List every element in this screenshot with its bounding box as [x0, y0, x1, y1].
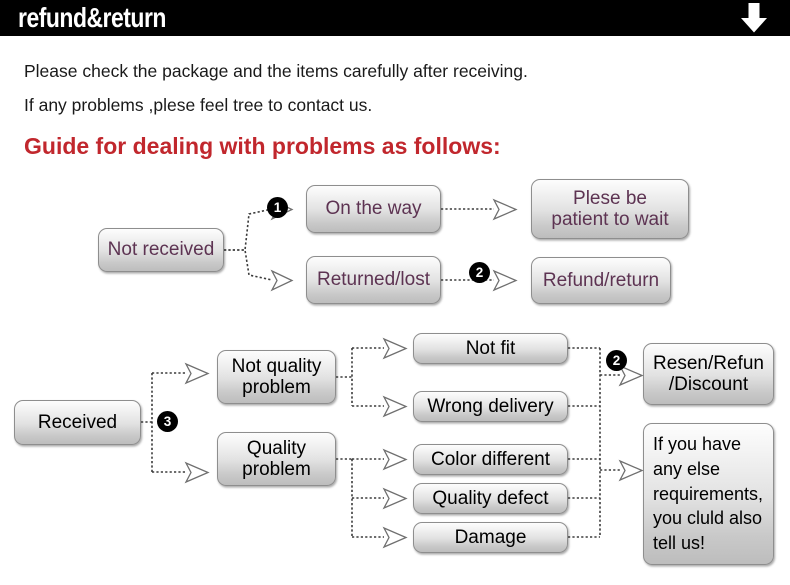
box-color-different[interactable]: Color different: [413, 444, 568, 475]
box-quality-defect[interactable]: Quality defect: [413, 483, 568, 514]
box-quality-problem[interactable]: Quality problem: [217, 432, 336, 486]
box-not-quality-problem-line-2: problem: [242, 377, 311, 398]
box-not-fit[interactable]: Not fit: [413, 333, 568, 364]
box-please-be-patient-line-2: patient to wait: [551, 209, 669, 230]
note-line-5: tell us!: [653, 533, 706, 554]
page-title: refund&return: [18, 2, 166, 33]
step-badge-1: 1: [267, 197, 288, 218]
box-not-received[interactable]: Not received: [98, 228, 224, 272]
box-not-quality-problem-line-1: Not quality: [231, 355, 322, 377]
page-header-bar: refund&return: [0, 0, 790, 36]
note-line-2: any else: [653, 458, 721, 479]
intro-text-line-1: Please check the package and the items c…: [24, 61, 528, 81]
box-quality-problem-line-2: problem: [242, 459, 311, 480]
note-line-1: If you have: [653, 433, 742, 454]
box-wrong-delivery[interactable]: Wrong delivery: [413, 391, 568, 422]
box-on-the-way[interactable]: On the way: [306, 185, 441, 233]
box-damage[interactable]: Damage: [413, 522, 568, 553]
box-received[interactable]: Received: [14, 400, 141, 445]
box-refund-return[interactable]: Refund/return: [531, 257, 671, 304]
note-line-3: requirements,: [653, 483, 764, 504]
step-badge-3: 3: [157, 411, 178, 432]
note-line-4: you cluld also: [653, 508, 763, 529]
step-badge-2-lower: 2: [606, 350, 627, 371]
box-quality-problem-line-1: Quality: [246, 437, 307, 459]
box-please-be-patient-line-1: Plese be: [573, 187, 647, 209]
box-resend-refund-discount-line-2: /Discount: [668, 374, 749, 395]
box-not-quality-problem[interactable]: Not quality problem: [217, 350, 336, 404]
intro-text-line-2: If any problems ,plese feel tree to cont…: [24, 95, 373, 115]
box-resend-refund-discount-line-1: Resen/Refun: [653, 352, 764, 374]
guide-heading: Guide for dealing with problems as follo…: [24, 133, 501, 159]
box-returned-lost[interactable]: Returned/lost: [306, 256, 441, 304]
box-please-be-patient[interactable]: Plese be patient to wait: [531, 179, 689, 239]
box-additional-requirements-note[interactable]: If you have any else requirements, you c…: [643, 423, 774, 565]
box-resend-refund-discount[interactable]: Resen/Refun /Discount: [643, 343, 774, 405]
step-badge-2-upper: 2: [469, 262, 490, 283]
arrow-down-icon: [741, 3, 767, 33]
